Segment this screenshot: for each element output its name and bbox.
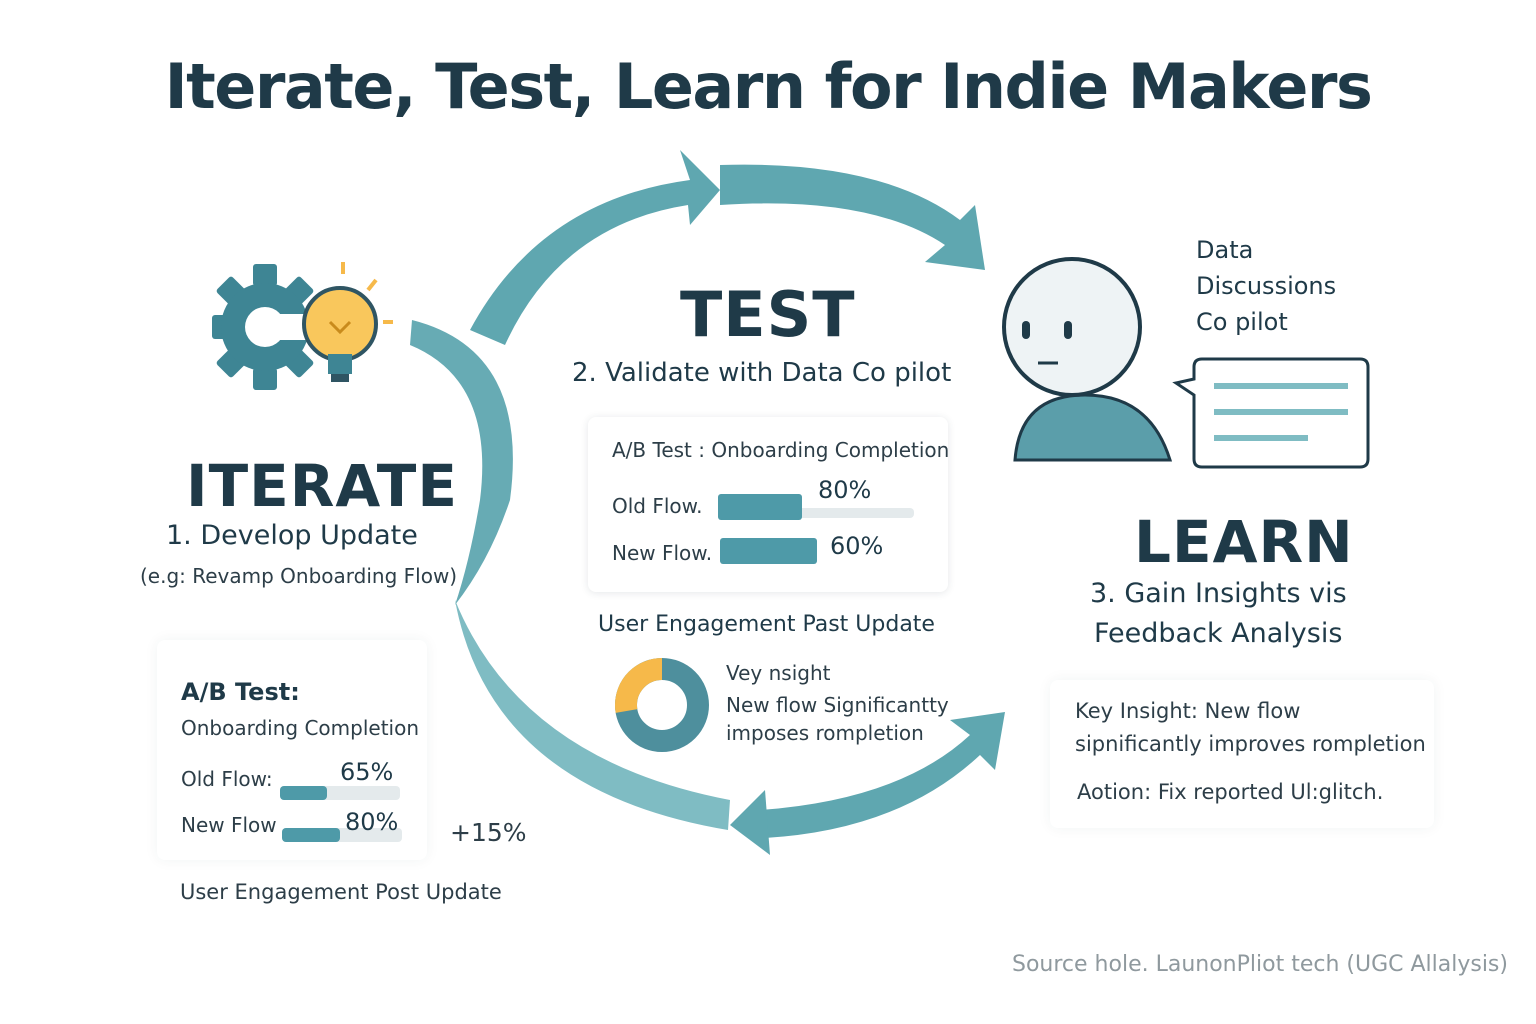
persona-label-line3: Co pilot [1196, 308, 1288, 336]
learn-card-line1: Key Insight: New flow [1075, 699, 1301, 723]
test-subtitle: 2. Validate with Data Co pilot [572, 358, 952, 388]
test-insight-line3: imposes rompletion [726, 721, 924, 745]
test-old-flow-bar [718, 494, 914, 520]
iterate-example: (e.g: Revamp Onboarding Flow) [140, 564, 458, 588]
iterate-ab-card [157, 640, 427, 860]
learn-title: LEARN [1134, 508, 1354, 576]
learn-subtitle-line2: Feedback Analysis [1094, 618, 1343, 649]
iterate-new-flow-value: 80% [345, 808, 399, 836]
iterate-delta: +15% [450, 818, 527, 847]
arrow-iterate-to-test [470, 150, 720, 345]
iterate-card-subheading: Onboarding Completion [181, 716, 420, 740]
test-new-flow-value: 60% [830, 532, 884, 560]
gear-icon [212, 264, 325, 390]
iterate-new-flow-label: New Flow [181, 813, 277, 837]
learn-card-line2: sipnificantly improves rompletion [1075, 732, 1426, 756]
speech-bubble-icon [1172, 357, 1370, 469]
arrow-learn-return [760, 712, 1005, 838]
iterate-subtitle: 1. Develop Update [166, 520, 418, 551]
person-avatar-icon [1002, 257, 1173, 462]
source-note: Source hole. LaunonPliot tech (UGC Allal… [1012, 952, 1508, 977]
learn-card-line3: Aotion: Fix reported Ul:glitch. [1077, 780, 1384, 804]
iterate-caption: User Engagement Post Update [180, 880, 502, 904]
test-title: TEST [680, 278, 856, 351]
lightbulb-icon [302, 262, 393, 382]
iterate-old-flow-label: Old Flow: [181, 767, 273, 791]
test-old-flow-label: Old Flow. [612, 494, 703, 518]
test-new-flow-bar [720, 538, 882, 564]
iterate-new-flow-bar [282, 828, 402, 842]
learn-subtitle-line1: 3. Gain Insights vis [1090, 578, 1347, 609]
arrow-left-lower-arc [455, 600, 730, 830]
persona-label-line2: Discussions [1196, 272, 1337, 300]
iterate-title: ITERATE [186, 452, 458, 520]
iterate-old-flow-value: 65% [340, 758, 394, 786]
arrow-left-arc [410, 320, 513, 605]
test-new-flow-label: New Flow. [612, 541, 713, 565]
arrow-test-to-learn [720, 164, 985, 270]
page-title: Iterate, Test, Learn for Indie Makers [164, 50, 1373, 123]
iterate-old-flow-bar [280, 786, 400, 800]
test-engagement-title: User Engagement Past Update [598, 612, 935, 637]
test-card-heading: A/B Test : Onboarding Completion [612, 438, 950, 462]
test-insight-line1: Vey nsight [726, 661, 831, 685]
iterate-card-heading: A/B Test: [181, 678, 300, 706]
donut-chart-icon [615, 658, 709, 752]
persona-label-line1: Data [1196, 236, 1254, 264]
test-old-flow-value: 80% [818, 476, 872, 504]
arrowhead-left [730, 790, 770, 855]
learn-insight-card [1050, 680, 1434, 828]
test-insight-line2: New flow Significantty [726, 693, 949, 717]
